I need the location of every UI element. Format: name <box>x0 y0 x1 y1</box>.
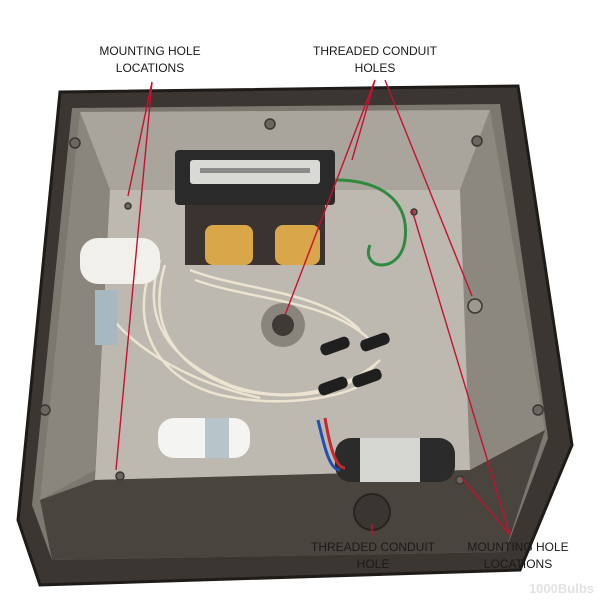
wire-nuts <box>318 332 390 396</box>
label-line: THREADED CONDUIT <box>310 540 435 554</box>
label-line: HOLE <box>356 557 390 571</box>
ballast <box>175 150 335 265</box>
label-conduit-hole-bottom: THREADED CONDUIT HOLE <box>298 539 448 573</box>
capacitor-small <box>158 418 250 458</box>
wire-bundle <box>98 259 381 403</box>
label-line: LOCATIONS <box>483 557 553 571</box>
label-conduit-holes-top: THREADED CONDUIT HOLES <box>300 43 450 77</box>
annotation-lines <box>115 79 511 536</box>
label-line: MOUNTING HOLE <box>467 540 569 554</box>
ignitor <box>80 238 160 345</box>
center-knockout <box>261 303 305 347</box>
ground-wire <box>334 178 408 267</box>
mounting-holes <box>39 118 544 485</box>
capacitor-large <box>316 417 455 482</box>
label-line: THREADED CONDUIT <box>312 44 437 58</box>
watermark: 1000Bulbs <box>528 581 594 596</box>
label-mounting-hole-bottom: MOUNTING HOLE LOCATIONS <box>452 539 584 573</box>
label-mounting-hole-top: MOUNTING HOLE LOCATIONS <box>86 43 214 77</box>
label-line: HOLES <box>354 61 396 75</box>
label-line: LOCATIONS <box>115 61 185 75</box>
label-line: MOUNTING HOLE <box>99 44 201 58</box>
